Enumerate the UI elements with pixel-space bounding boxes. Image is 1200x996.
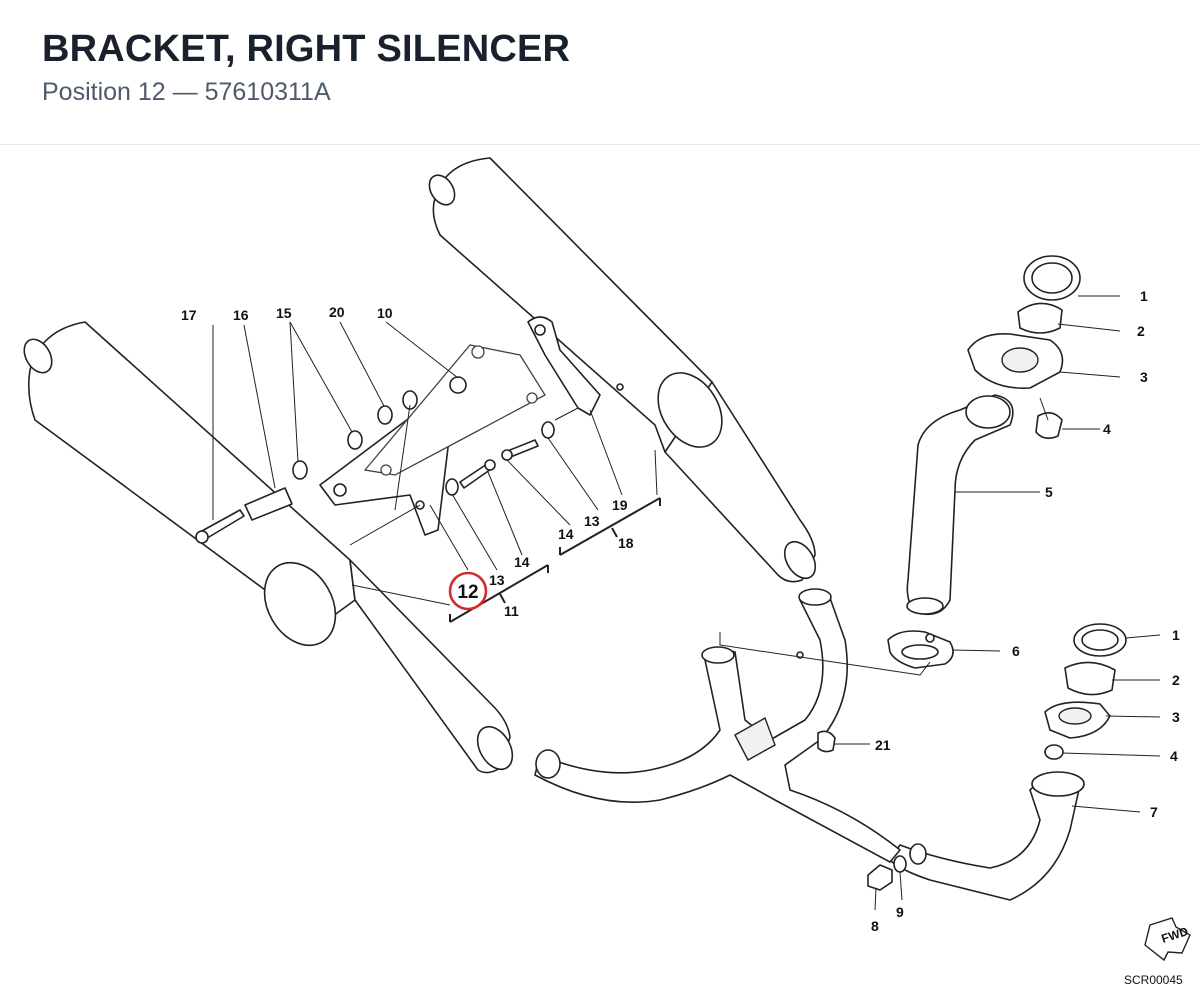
- callout-13-right[interactable]: 13: [584, 513, 600, 529]
- callout-16[interactable]: 16: [233, 307, 249, 323]
- callout-20[interactable]: 20: [329, 304, 345, 320]
- callout-14-right[interactable]: 14: [558, 526, 574, 542]
- exploded-parts-diagram: 1 2 3 4 5 6 1 2 3 4 7 8 9 10 11 13 13 14…: [0, 146, 1200, 991]
- callout-1[interactable]: 1: [1140, 288, 1148, 304]
- page-subtitle: Position 12 — 57610311A: [42, 78, 331, 106]
- callout-14-left[interactable]: 14: [514, 554, 530, 570]
- bracket-19[interactable]: [527, 316, 624, 416]
- clamp-6[interactable]: [887, 630, 954, 669]
- bolt-8-washer-9[interactable]: [867, 843, 927, 891]
- callout-9[interactable]: 9: [896, 904, 904, 920]
- page-title: BRACKET, RIGHT SILENCER: [42, 28, 571, 70]
- fwd-arrow-icon: FWD: [1144, 917, 1191, 962]
- callout-19[interactable]: 19: [612, 497, 628, 513]
- leader-lines: [212, 295, 1161, 911]
- callout-4-lower[interactable]: 4: [1170, 748, 1178, 764]
- y-pipe-crossover[interactable]: [534, 588, 901, 863]
- callout-3[interactable]: 3: [1140, 369, 1148, 385]
- callout-6[interactable]: 6: [1012, 643, 1020, 659]
- right-silencer[interactable]: [424, 157, 821, 584]
- left-silencer[interactable]: [19, 321, 520, 775]
- callout-7[interactable]: 7: [1150, 804, 1158, 820]
- lower-head-pipe-assembly[interactable]: [889, 623, 1127, 901]
- upper-head-pipe-assembly[interactable]: [906, 255, 1081, 616]
- highlight-callout-12[interactable]: 12: [448, 571, 488, 611]
- diagram-canvas: 1 2 3 4 5 6 1 2 3 4 7 8 9 10 11 13 13 14…: [19, 157, 1191, 987]
- callout-18[interactable]: 18: [618, 535, 634, 551]
- group-bracket-18: [559, 497, 661, 556]
- callout-11[interactable]: 11: [504, 603, 519, 619]
- drawing-code: SCR00045: [1124, 973, 1183, 987]
- group-bracket-11: [449, 564, 549, 623]
- header: BRACKET, RIGHT SILENCER Position 12 — 57…: [0, 0, 1200, 145]
- callout-labels: 1 2 3 4 5 6 1 2 3 4 7 8 9 10 11 13 13 14…: [181, 288, 1180, 934]
- callout-13-left[interactable]: 13: [489, 572, 505, 588]
- fasteners-group[interactable]: [195, 376, 555, 544]
- callout-15[interactable]: 15: [276, 305, 292, 321]
- callout-2-lower[interactable]: 2: [1172, 672, 1180, 688]
- callout-2[interactable]: 2: [1137, 323, 1145, 339]
- cap-21[interactable]: [817, 730, 836, 753]
- bracket-10[interactable]: [363, 344, 546, 476]
- callout-17[interactable]: 17: [181, 307, 197, 323]
- callout-5[interactable]: 5: [1045, 484, 1053, 500]
- callout-21[interactable]: 21: [875, 737, 891, 753]
- callout-3-lower[interactable]: 3: [1172, 709, 1180, 725]
- callout-12: 12: [457, 582, 478, 603]
- callout-10[interactable]: 10: [377, 305, 393, 321]
- callout-4[interactable]: 4: [1103, 421, 1111, 437]
- callout-8[interactable]: 8: [871, 918, 879, 934]
- callout-1-lower[interactable]: 1: [1172, 627, 1180, 643]
- highlight-ring: [448, 571, 488, 611]
